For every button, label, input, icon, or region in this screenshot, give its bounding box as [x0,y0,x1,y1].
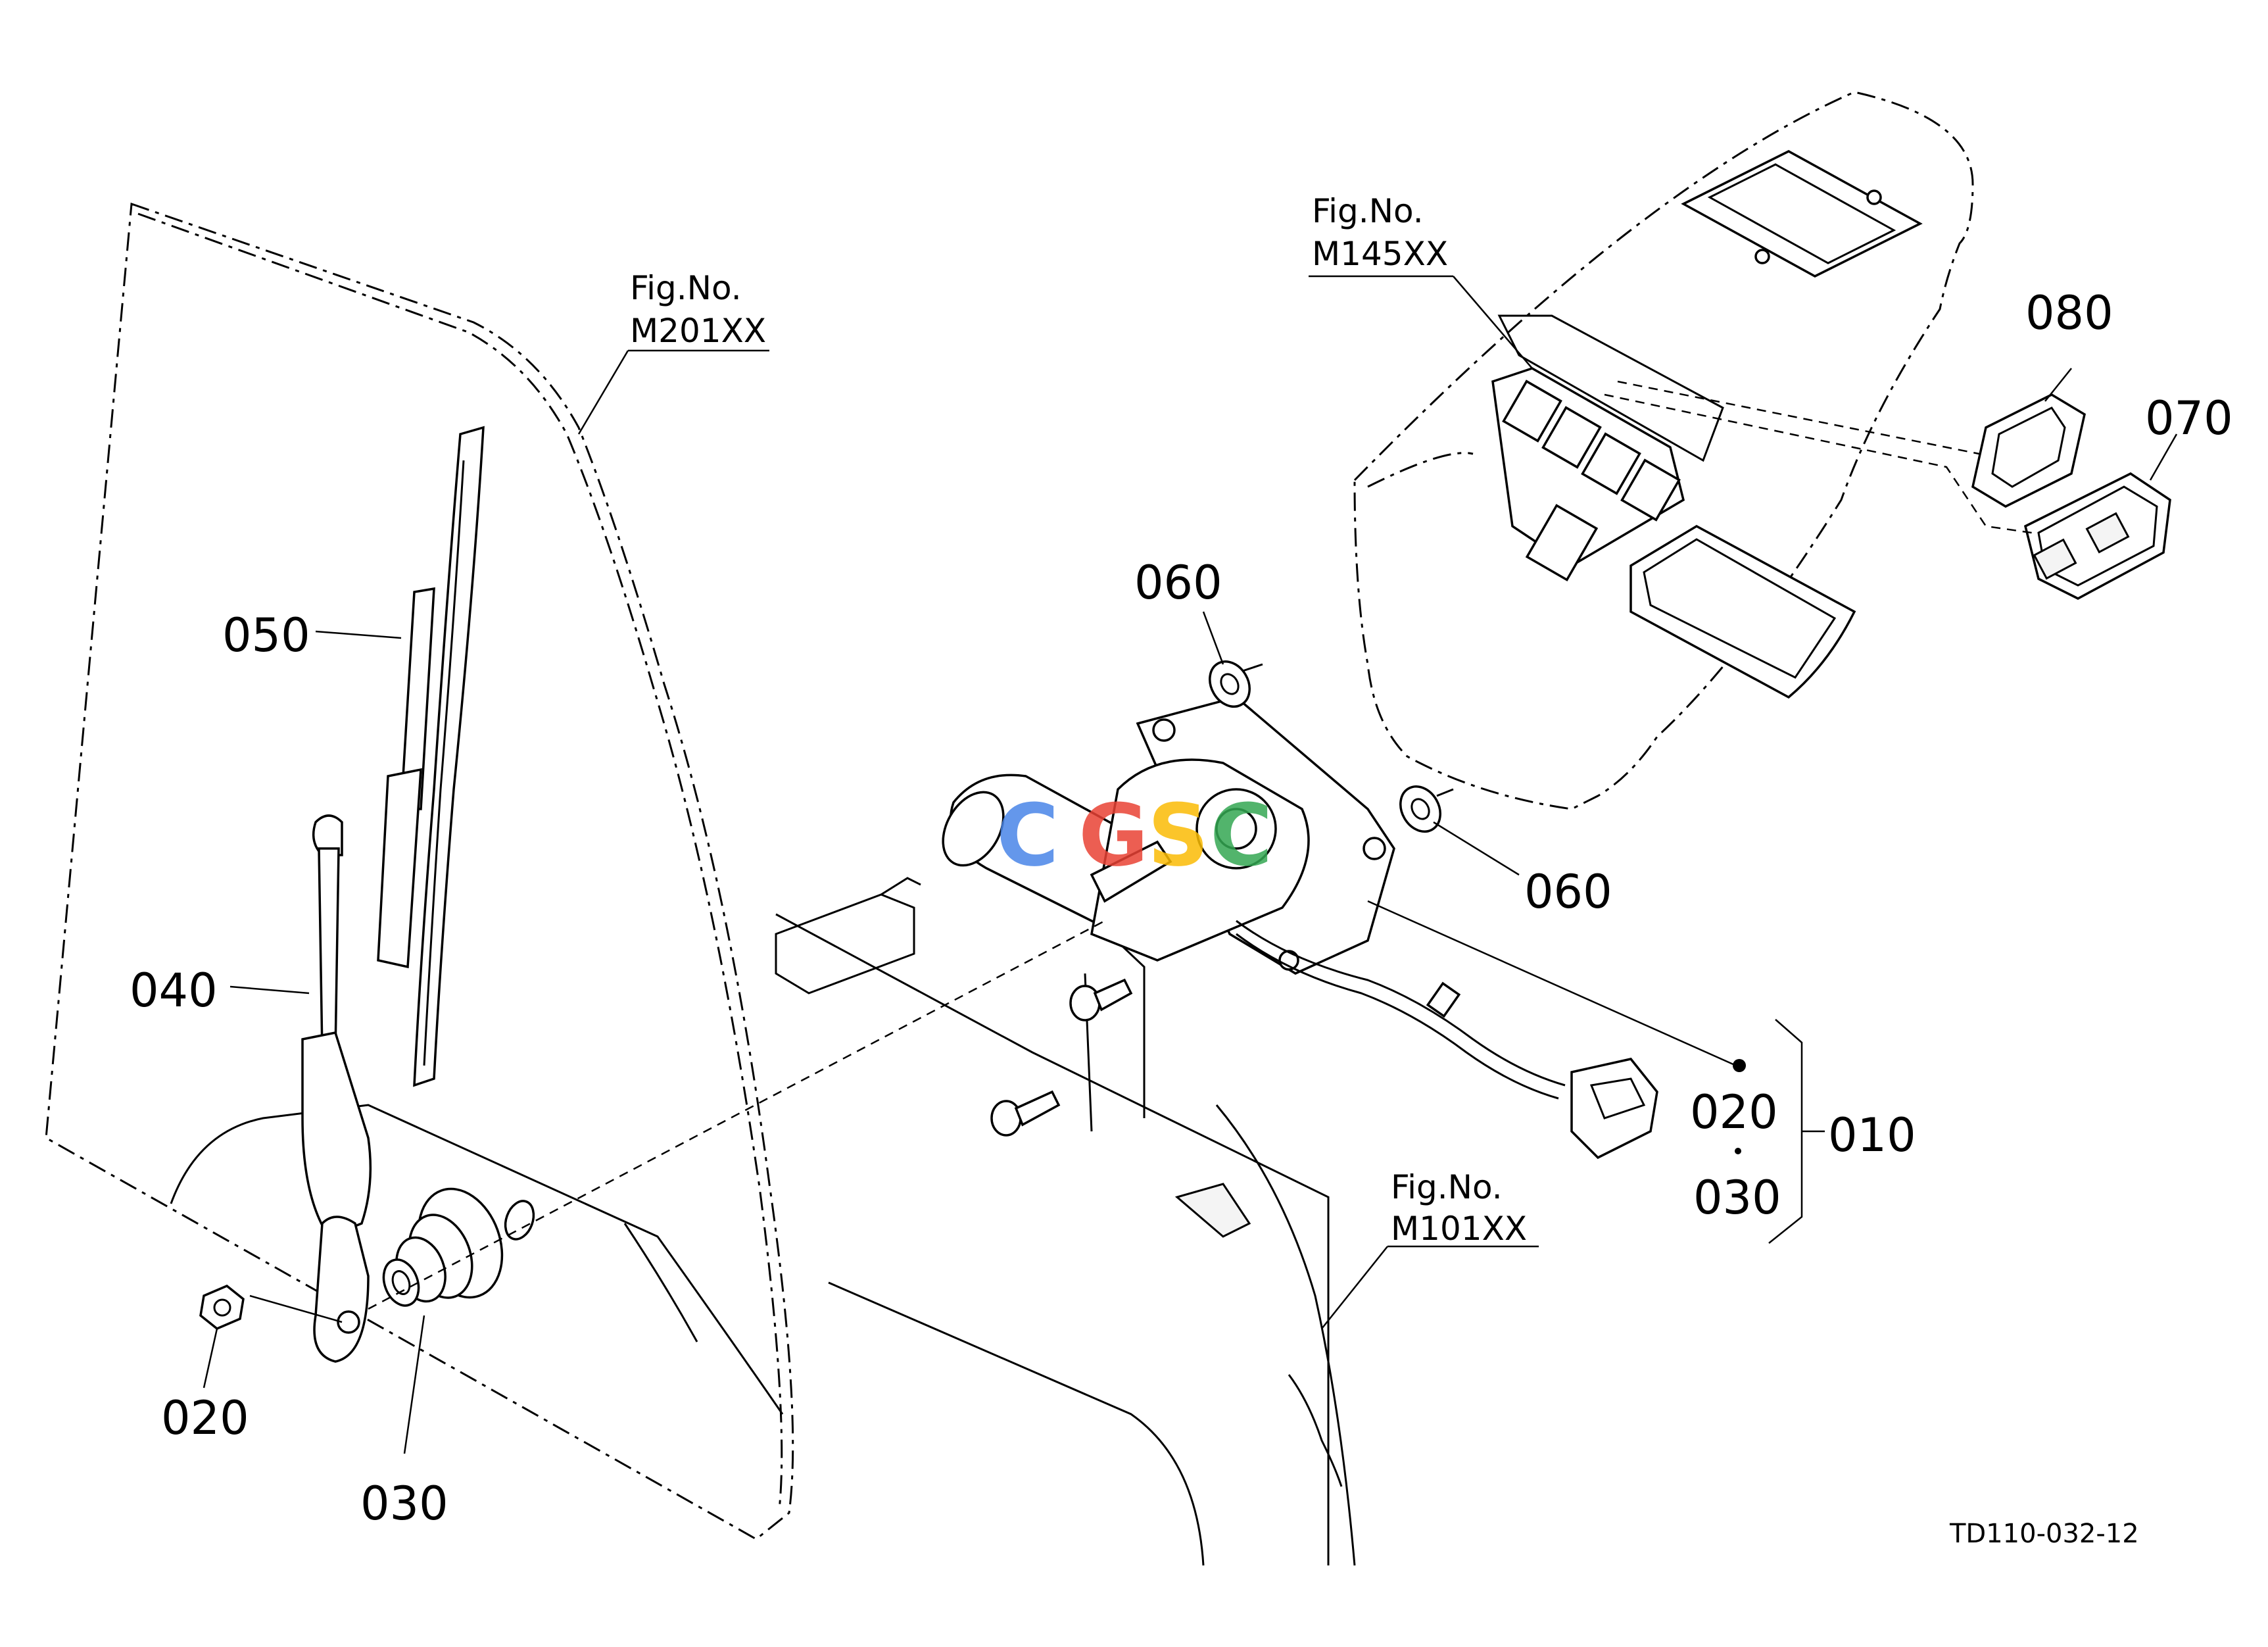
rocker-switch-070 [2023,433,2178,600]
label-060-right: 060 [1524,865,1612,919]
label-050: 050 [222,608,310,662]
wiper-arm-040 [229,814,372,1363]
label-080: 080 [2025,286,2113,340]
switch-cap-080 [1971,368,2086,508]
ref-m145-code: M145XX [1312,235,1448,273]
label-040: 040 [130,964,218,1018]
window-glass-outline [45,202,794,1540]
watermark-letter-4: C [1210,785,1272,885]
nut-020 [199,1284,245,1389]
switch-panel [1353,91,1974,810]
ref-m101-label: Fig.No. [1391,1168,1503,1206]
label-020-kit: 020 [1690,1085,1778,1139]
ref-m201-code: M201XX [630,312,766,350]
label-020-nut: 020 [161,1391,249,1445]
projection-line-070 [1604,393,2033,534]
bolts [775,877,1133,1137]
label-060-top: 060 [1134,556,1222,610]
shaft-axis [368,920,1105,1310]
boot-030 [382,1187,504,1454]
ref-m101-code: M101XX [1391,1210,1527,1248]
label-010: 010 [1828,1108,1916,1162]
watermark-letter-2: G [1078,785,1149,885]
watermark-letter-3: S [1147,785,1209,885]
projection-line-080 [1617,380,1980,455]
nut-axis [249,1294,343,1323]
washer-060-right [1399,785,1520,876]
cab-frame [775,854,1356,1566]
switch-slots [1491,367,1685,581]
label-070: 070 [2145,391,2233,445]
label-030-boot: 030 [360,1477,448,1531]
labels: 050 040 020 030 060 060 080 070 020 030 … [130,192,2233,1549]
wiper-motor [942,696,1737,1160]
glass-hole [504,1200,535,1241]
kit-bracket [1733,1019,1825,1244]
reference-lines [577,275,1539,1329]
label-030-kit: 030 [1693,1171,1781,1225]
wiper-blade-050 [315,426,485,1087]
watermark-letter-1: C [996,785,1059,885]
figure-code: TD110-032-12 [1949,1519,2139,1549]
ref-m145-label: Fig.No. [1312,192,1424,230]
watermark-logo: C G S C [996,785,1272,885]
washer-060-top [1202,611,1263,708]
ref-m201-label: Fig.No. [630,269,742,307]
